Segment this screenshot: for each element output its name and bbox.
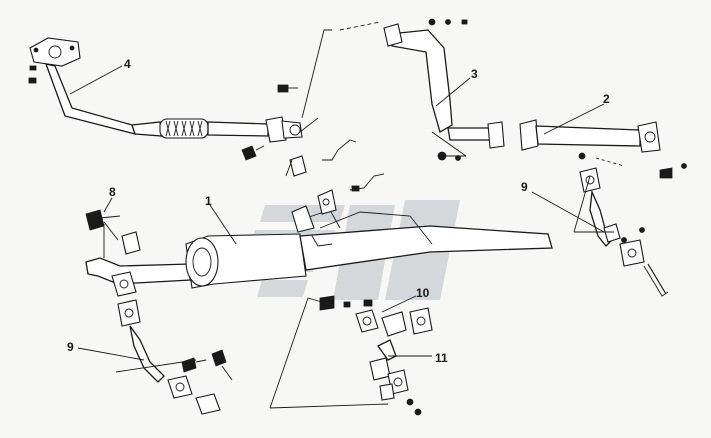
assembly-guide-lines (103, 21, 625, 409)
callout-label-part-2: 2 (603, 92, 610, 106)
connecting-pipe-part-2 (519, 119, 687, 179)
front-pipe-part-4 (28, 37, 303, 161)
callout-label-part-9-left: 9 (67, 340, 74, 354)
callout-labels: 1 2 3 4 8 9 9 10 11 (67, 57, 610, 365)
callout-label-part-11: 11 (435, 351, 448, 365)
callout-label-part-8: 8 (109, 185, 116, 199)
center-hanger-group (319, 295, 433, 416)
muffler-part-1 (85, 139, 553, 289)
callout-label-part-4: 4 (124, 57, 131, 71)
callout-label-part-1: 1 (205, 194, 212, 208)
callout-leader-lines (69, 65, 605, 361)
callout-label-part-10: 10 (416, 286, 430, 300)
left-hanger-group (85, 209, 233, 415)
intermediate-pipe-part-3 (383, 18, 505, 161)
right-hanger-group (579, 167, 669, 297)
callout-label-part-3: 3 (471, 67, 478, 81)
callout-label-part-9-right: 9 (521, 180, 528, 194)
